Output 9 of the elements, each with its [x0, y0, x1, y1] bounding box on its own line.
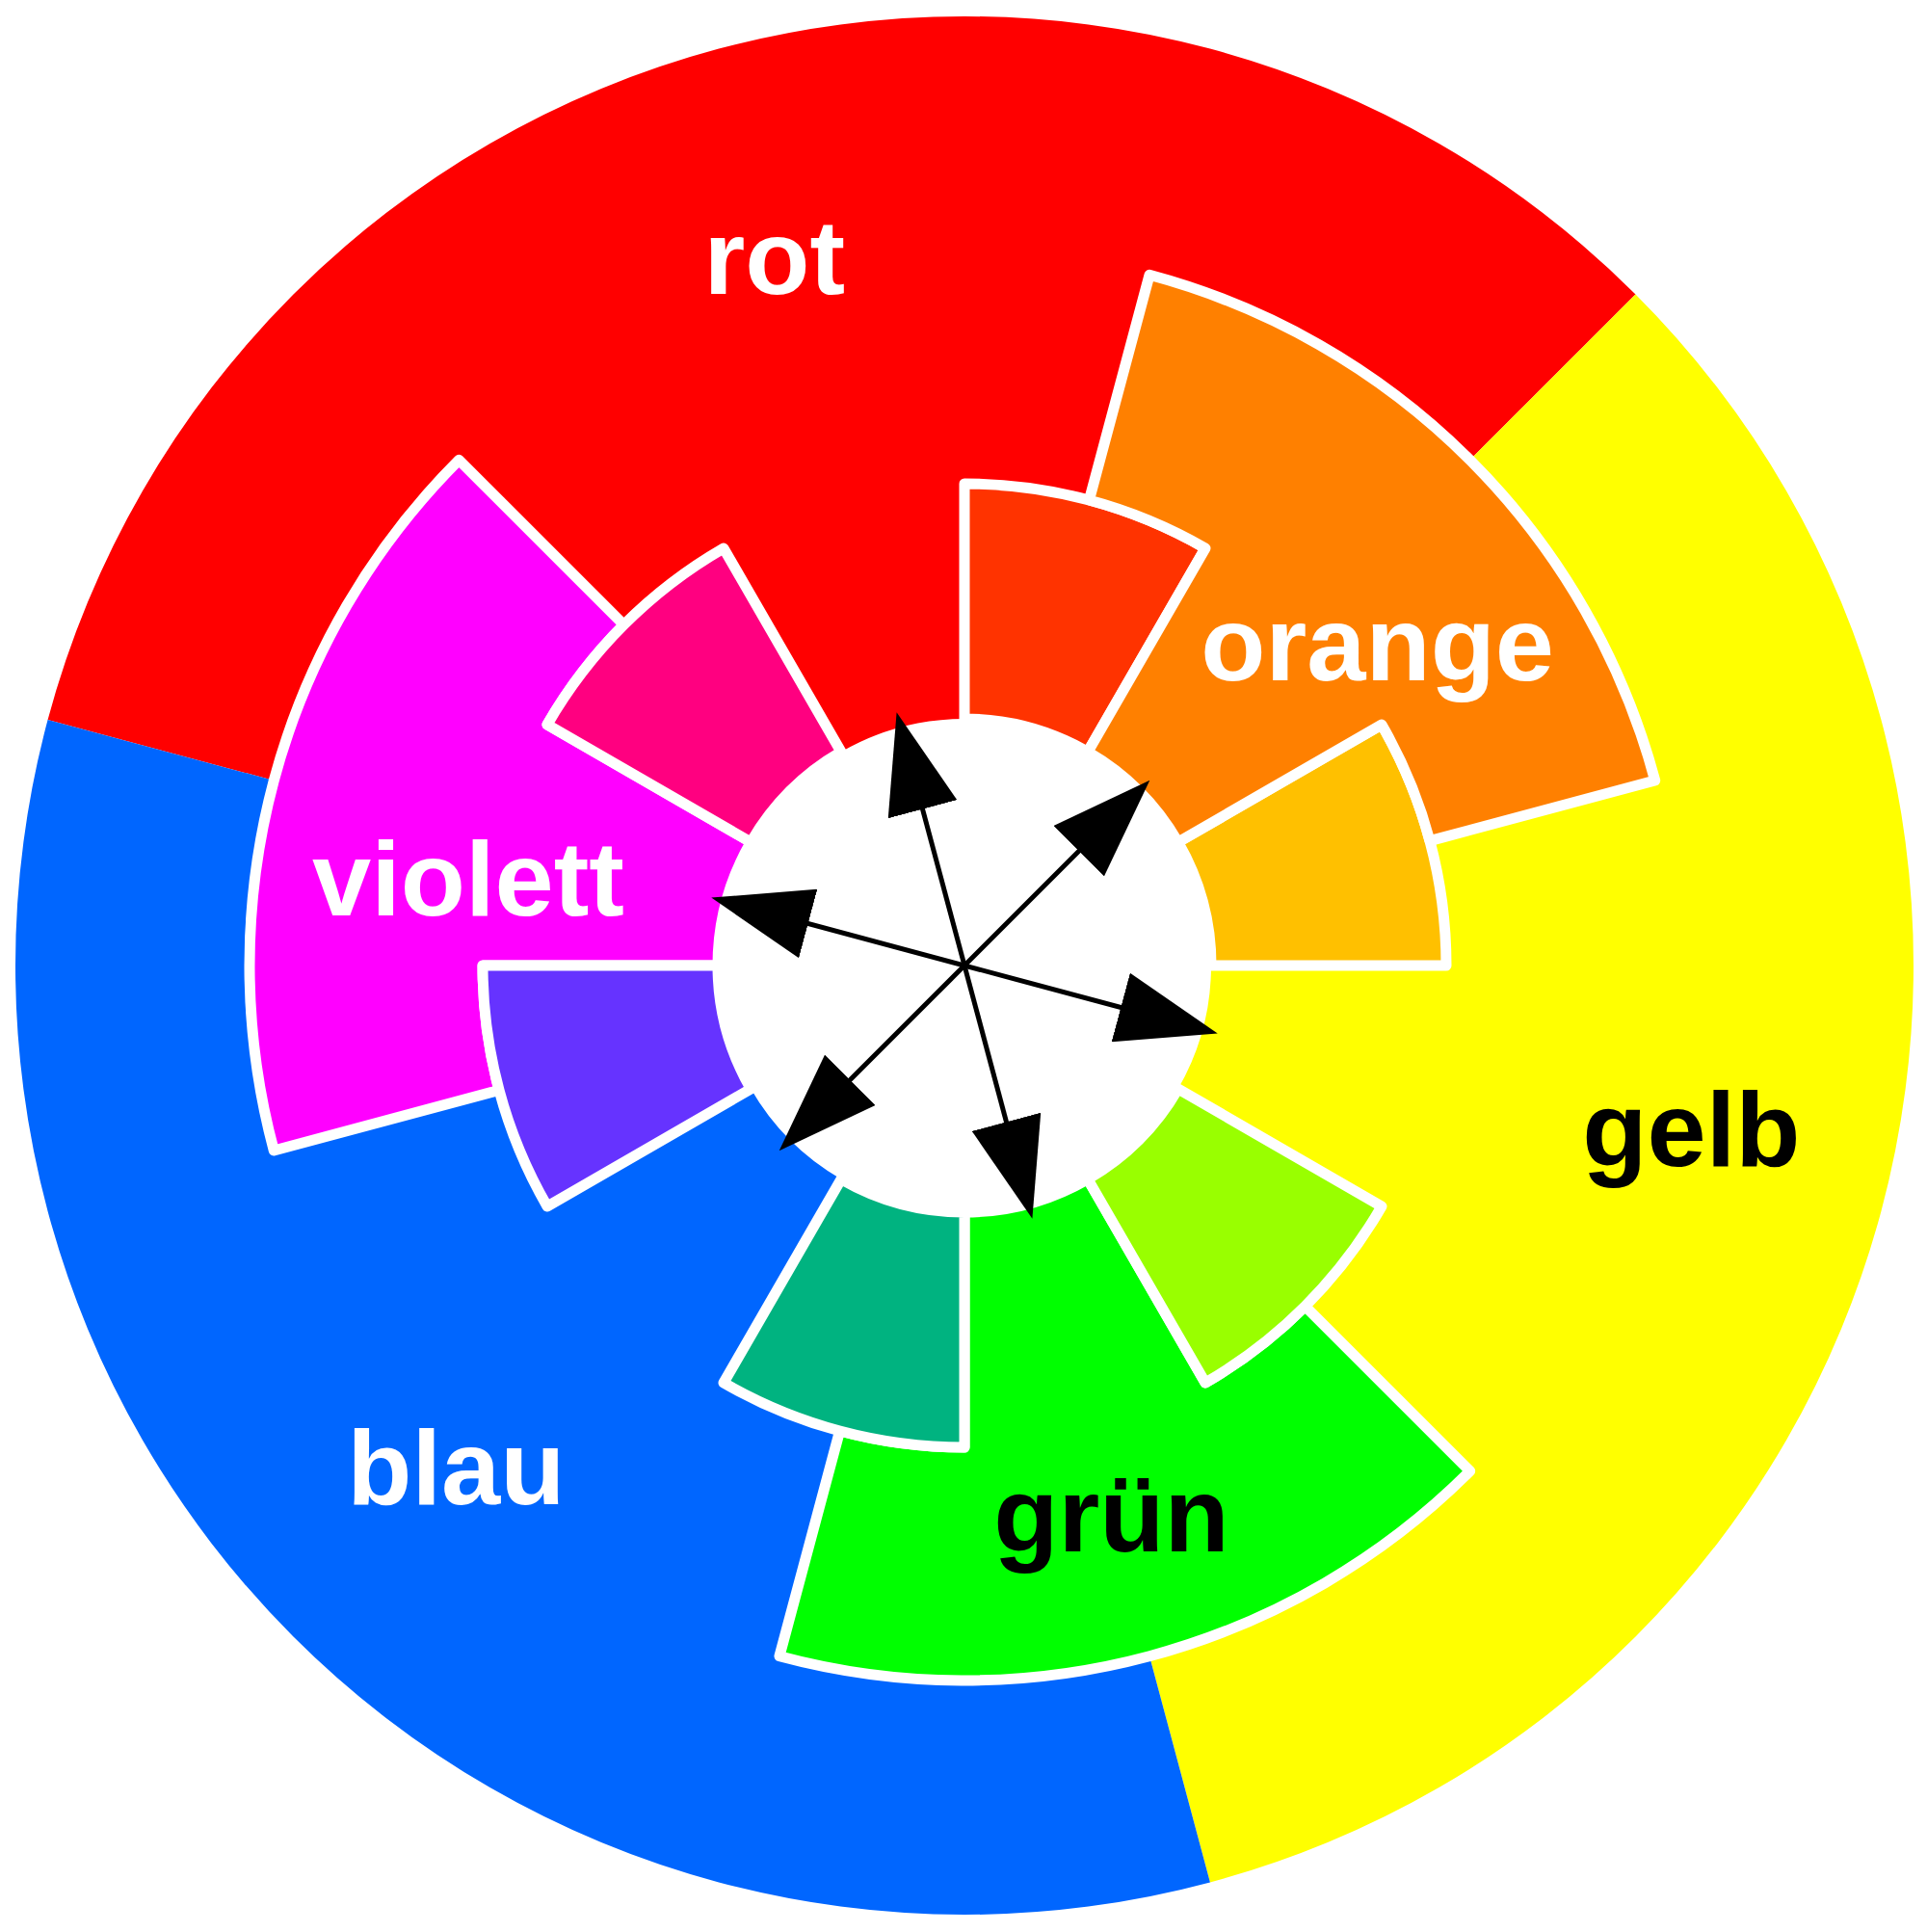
sector-label: blau: [347, 1406, 566, 1528]
sector-label: gelb: [1582, 1068, 1801, 1190]
sector-label: rot: [703, 196, 846, 318]
sector-label: violett: [311, 817, 624, 940]
sector-label: orange: [1201, 582, 1555, 704]
sector-label: grün: [993, 1453, 1229, 1575]
double-arrow: [887, 712, 1042, 1219]
double-arrow: [779, 780, 1150, 1151]
double-arrow: [711, 888, 1218, 1043]
